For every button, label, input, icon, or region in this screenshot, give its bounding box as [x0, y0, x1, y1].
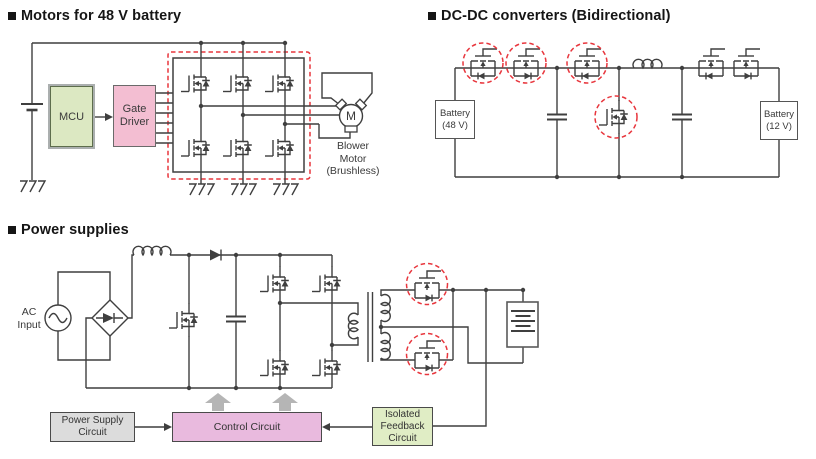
ground-icon	[188, 183, 215, 196]
section-title-text: Power supplies	[21, 222, 129, 238]
feedback-label: Feedback	[380, 420, 425, 432]
red-highlight-circle	[566, 42, 608, 84]
red-highlight-circle	[405, 262, 449, 306]
motor-caption: Blower Motor (Brushless)	[305, 140, 401, 178]
mosfet-icon	[168, 302, 199, 338]
power-supply-circuit-block: Power Supply Circuit	[50, 412, 135, 442]
mosfet-icon	[415, 271, 441, 301]
arrow-right-icon	[105, 113, 113, 121]
transformer-icon	[280, 292, 391, 362]
section-title-power: Power supplies	[8, 222, 129, 238]
power-supply-circuit-label: Circuit	[78, 427, 107, 438]
ac-input-label: AC Input	[14, 306, 44, 331]
gate-signal-wires	[156, 92, 173, 144]
mosfet-icon	[598, 99, 629, 135]
bridge-rectifier-icon	[91, 299, 129, 337]
feedback-label: Circuit	[388, 432, 417, 444]
battery-label: Battery	[763, 109, 795, 120]
arrow-right-icon	[164, 423, 172, 431]
mosfet-icon	[311, 265, 342, 302]
diode-icon	[210, 249, 222, 261]
battery-cell-icon	[21, 103, 43, 112]
mosfet-icon	[699, 49, 725, 79]
dcdc-rails	[454, 67, 780, 178]
motor-caption-line: Motor	[339, 152, 367, 165]
arrow-left-icon	[322, 423, 330, 431]
gate-driver-label: Driver	[119, 116, 150, 128]
battery-label: (12 V)	[766, 120, 792, 132]
battery-label: Battery	[439, 108, 471, 119]
section-title-text: Motors for 48 V battery	[21, 8, 182, 24]
motor-caption-line: Blower	[336, 140, 370, 152]
ac-input-line: Input	[17, 318, 41, 331]
secondary-wires	[380, 289, 524, 364]
ac-loop-wires	[57, 271, 111, 361]
mosfet-icon	[514, 49, 540, 79]
mcu-block: MCU	[50, 86, 93, 147]
battery-label: (48 V)	[442, 119, 468, 131]
section-title-text: DC-DC converters (Bidirectional)	[441, 8, 671, 24]
motor-icon	[334, 98, 368, 133]
full-bridge	[259, 255, 342, 388]
gate-driver-block: Gate Driver	[113, 85, 156, 147]
mosfet-icon	[734, 49, 760, 79]
power-supply-circuit-diagram	[44, 245, 539, 431]
mosfet-icon	[471, 49, 497, 79]
isolated-feedback-block: Isolated Feedback Circuit	[372, 407, 433, 446]
mosfet-icon	[311, 349, 342, 386]
bullet-square-icon	[8, 12, 16, 20]
inductor-icon	[132, 245, 172, 257]
red-highlight-circle	[405, 332, 449, 376]
red-highlight-circle	[505, 42, 547, 84]
arrow-up-icon	[272, 393, 298, 411]
feedback-label: Isolated	[384, 408, 421, 420]
feedback-wire	[433, 290, 487, 427]
gate-driver-label: Gate	[122, 103, 147, 115]
arrow-up-icon	[205, 393, 231, 411]
sine-wave-icon	[48, 312, 68, 324]
mosfet-icon	[259, 349, 290, 386]
mcu-label: MCU	[58, 110, 85, 123]
motor-housing-outline	[321, 72, 373, 106]
motor-phase-wires	[201, 105, 351, 139]
bullet-square-icon	[8, 226, 16, 234]
battery-48v-block: Battery (48 V)	[435, 100, 475, 139]
control-circuit-label: Control Circuit	[213, 421, 281, 433]
mosfet-icon	[415, 341, 441, 371]
capacitor-icon	[226, 255, 246, 388]
section-title-motors: Motors for 48 V battery	[8, 8, 181, 24]
capacitor-icon	[547, 68, 567, 177]
red-highlight-box	[167, 51, 311, 180]
mosfet-icon	[575, 49, 601, 79]
bullet-square-icon	[428, 12, 436, 20]
red-highlight-circle	[462, 42, 504, 84]
power-supply-circuit-label: Power Supply	[61, 415, 124, 426]
ac-input-line: AC	[21, 306, 37, 318]
motor-caption-line: (Brushless)	[326, 165, 380, 177]
ground-icon	[230, 183, 257, 196]
ground-icon	[19, 180, 46, 193]
rectifier-output-wires	[85, 254, 332, 389]
control-circuit-block: Control Circuit	[172, 412, 322, 442]
battery-12v-block: Battery (12 V)	[760, 101, 798, 140]
inductor-icon	[632, 58, 663, 70]
section-title-dcdc: DC-DC converters (Bidirectional)	[428, 8, 671, 24]
dcdc-circuit	[454, 42, 780, 180]
mosfet-icon	[259, 265, 290, 302]
motor-letter: M	[346, 109, 356, 123]
motors-circuit	[19, 40, 373, 196]
output-battery-icon	[506, 301, 539, 348]
ground-icon	[272, 183, 299, 196]
red-highlight-circle	[594, 95, 638, 139]
capacitor-icon	[672, 68, 692, 177]
